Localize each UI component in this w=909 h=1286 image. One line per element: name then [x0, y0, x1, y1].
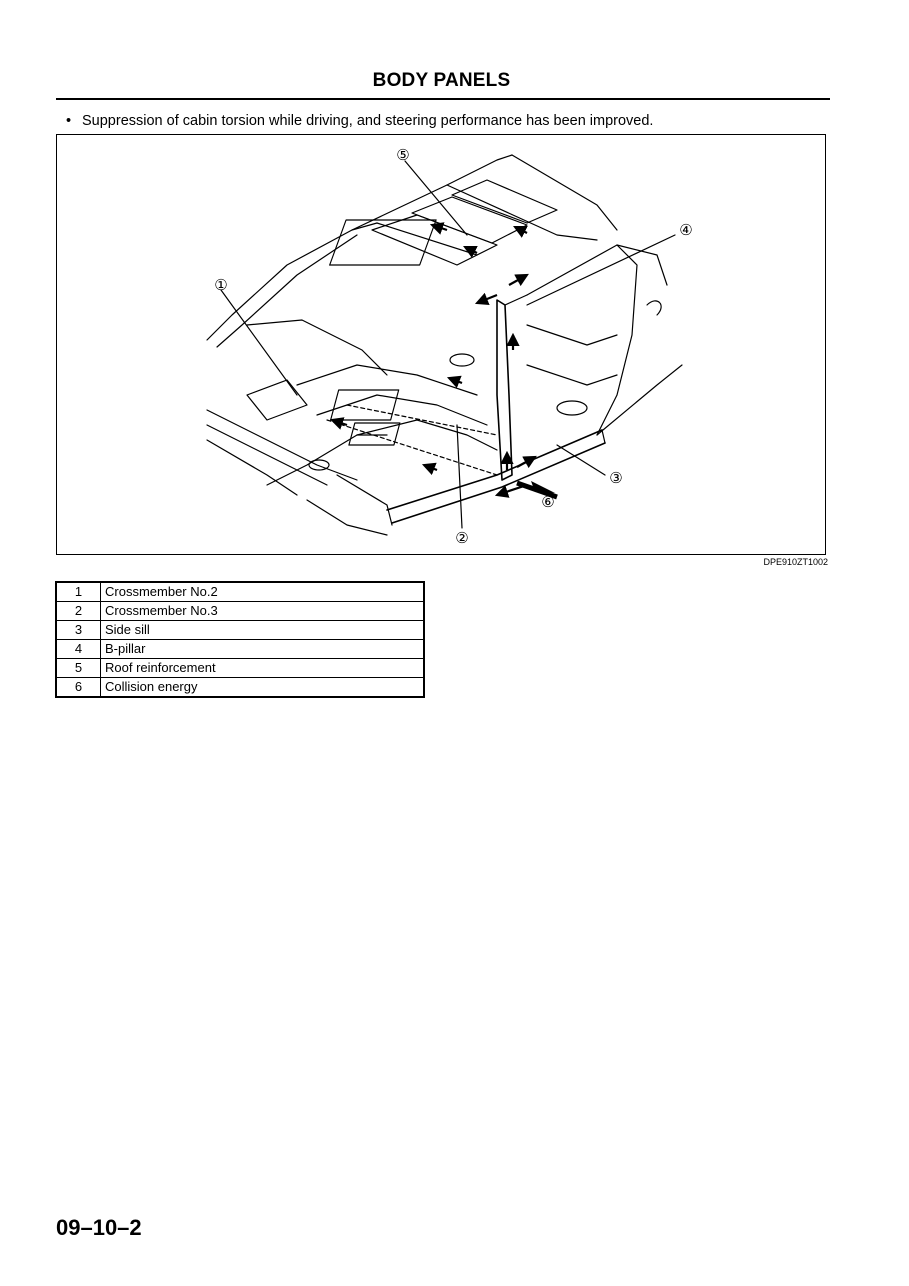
body-structure-drawing: ① ② ③ ④ ⑤ ⑥ [206, 146, 693, 547]
intro-text: Suppression of cabin torsion while drivi… [82, 113, 654, 129]
callout-3: ③ [609, 469, 622, 487]
legend-label: B-pillar [100, 639, 425, 659]
leader-line-5 [404, 160, 468, 236]
legend-label: Collision energy [100, 677, 425, 698]
leader-line-3 [556, 444, 606, 476]
leader-line-2 [456, 424, 463, 529]
leader-line-1 [220, 289, 298, 396]
legend-num: 4 [55, 639, 101, 659]
callout-6: ⑥ [541, 493, 554, 511]
legend-num: 2 [55, 601, 101, 621]
body-diagram: ① ② ③ ④ ⑤ ⑥ [56, 134, 826, 555]
bullet-mark: • [66, 113, 72, 129]
page-title: BODY PANELS [372, 70, 511, 91]
callout-1: ① [214, 276, 227, 294]
title-rule [56, 98, 830, 100]
legend-num: 1 [55, 581, 101, 602]
energy-arrow-right [516, 455, 537, 469]
side-sill-outline [386, 429, 603, 511]
legend-label: Roof reinforcement [100, 658, 425, 678]
page-number: 09–10–2 [56, 1215, 142, 1240]
legend-label: Crossmember No.3 [100, 601, 425, 621]
legend-label: Crossmember No.2 [100, 581, 425, 602]
callout-4: ④ [679, 221, 692, 239]
legend-num: 5 [55, 658, 101, 678]
intro-bullet: • Suppression of cabin torsion while driv… [66, 113, 653, 129]
leader-line-4 [526, 234, 676, 306]
callout-2: ② [455, 529, 468, 547]
legend-label: Side sill [100, 620, 425, 640]
legend-num: 3 [55, 620, 101, 640]
b-pillar-outline [496, 299, 513, 481]
roof-panel-front [329, 219, 437, 266]
roof-front-edge [351, 154, 513, 231]
windshield-frame-line [206, 222, 378, 341]
callout-5: ⑤ [396, 146, 409, 164]
legend-num: 6 [55, 677, 101, 698]
figure-code: DPE910ZT1002 [763, 557, 828, 567]
